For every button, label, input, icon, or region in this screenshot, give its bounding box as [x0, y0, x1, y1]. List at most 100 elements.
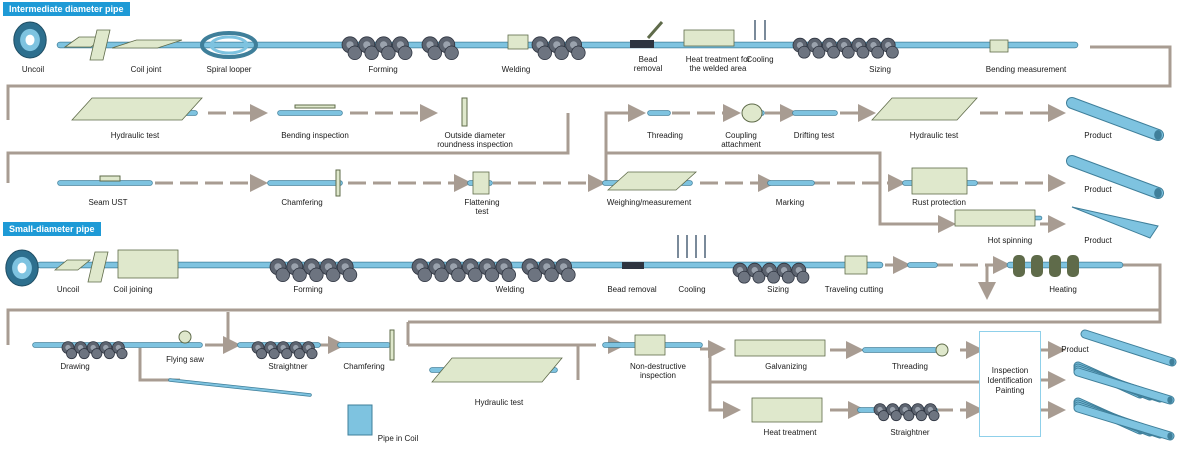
section-badge-small: Small-diameter pipe	[3, 222, 101, 236]
product-pipe-icon	[1167, 396, 1173, 404]
roller-icon	[484, 267, 500, 283]
roller-icon	[767, 270, 780, 284]
chamfer-tool-icon	[335, 169, 341, 197]
bending-measurement-icon	[989, 39, 1009, 53]
label-coupling: Coupling attachment	[721, 131, 761, 149]
coupling-icon	[741, 103, 763, 123]
label-s-uncoil: Uncoil	[56, 285, 80, 294]
label-marking: Marking	[775, 198, 805, 207]
label-bending-measurement: Bending measurement	[985, 65, 1067, 74]
plate-icon	[89, 29, 111, 61]
label-s-welding: Welding	[495, 285, 525, 294]
label-spiral-looper: Spiral looper	[206, 65, 252, 74]
threading-die-icon	[935, 343, 949, 357]
label-heat-treatment-weld: Heat treatment for the welded area	[685, 55, 751, 73]
roller-icon	[752, 270, 766, 284]
flow-line	[138, 348, 180, 382]
label-sizing: Sizing	[869, 65, 891, 74]
od-gauge-icon	[461, 97, 468, 127]
roller-icon	[915, 410, 927, 422]
roller-icon	[878, 410, 890, 422]
coil-joining-icon	[117, 249, 179, 279]
roller-icon	[928, 410, 940, 422]
bead-removal-icon	[630, 40, 654, 48]
heating-coil-icon	[1031, 255, 1043, 277]
welding-machine-icon	[507, 34, 529, 50]
roller-icon	[342, 267, 358, 283]
product-pipe-icon	[1067, 98, 1163, 140]
section-badge-intermediate: Intermediate diameter pipe	[3, 2, 130, 16]
product-pipe-icon	[1154, 188, 1162, 198]
test-bench-icon	[606, 171, 698, 191]
label-s-product: Product	[1061, 345, 1089, 354]
roller-icon	[571, 45, 586, 61]
flow-line	[708, 349, 741, 419]
roller-icon	[427, 45, 443, 61]
spiral-looper-icon	[200, 31, 258, 59]
roller-icon	[398, 45, 413, 61]
roller-icon	[501, 267, 517, 283]
label-forming: Forming	[368, 65, 398, 74]
roller-icon	[381, 45, 396, 61]
flying-saw-icon	[178, 330, 192, 344]
roller-icon	[347, 45, 363, 61]
label-s-ndi: Non-destructive inspection	[629, 362, 687, 380]
roller-icon	[797, 45, 811, 59]
product-pipe-icon	[1081, 330, 1176, 366]
heating-coil-icon	[1049, 255, 1061, 277]
flow-line	[6, 113, 570, 183]
label-s-traveling-cutting: Traveling cutting	[824, 285, 884, 294]
label-drifting-test: Drifting test	[793, 131, 835, 140]
test-bench-icon	[871, 97, 978, 121]
label-seam-ust: Seam UST	[88, 198, 128, 207]
roller-icon	[451, 267, 466, 283]
roller-icon	[561, 267, 576, 283]
roller-icon	[871, 45, 885, 59]
rust-protection-icon	[911, 167, 968, 195]
label-bending-inspection: Bending inspection	[281, 131, 349, 140]
heating-coil-icon	[1013, 255, 1025, 277]
product-pipe-icon	[1169, 358, 1175, 366]
bead-removal-icon	[646, 21, 664, 39]
roller-icon	[444, 45, 459, 61]
roller-icon	[903, 410, 915, 422]
label-s-heating: Heating	[1049, 285, 1077, 294]
roller-icon	[737, 270, 751, 284]
label-s-straightner: Straightner	[268, 362, 308, 371]
flow-line	[606, 151, 956, 233]
label-s-pipe-in-coil: Pipe in Coil	[377, 434, 419, 443]
label-od-roundness: Outside diameter roundness inspection	[437, 131, 513, 149]
flow-lines	[6, 45, 1172, 419]
product-pipe-icon	[1074, 368, 1174, 404]
label-s-coil-joining: Coil joining	[113, 285, 153, 294]
inspection-box-label: Inspection Identification Painting	[987, 366, 1033, 395]
label-cooling: Cooling	[746, 55, 774, 64]
pipe-coil-bucket-icon	[347, 404, 373, 436]
label-s-flying-saw: Flying saw	[166, 355, 204, 364]
label-s-straightner-2: Straightner	[890, 428, 930, 437]
label-hydraulic-test-2: Hydraulic test	[909, 131, 959, 140]
label-threading: Threading	[646, 131, 684, 140]
label-uncoil: Uncoil	[21, 65, 45, 74]
roller-icon	[275, 267, 291, 283]
roller-icon	[91, 348, 103, 360]
roller-icon	[544, 267, 559, 283]
roller-icon	[268, 348, 280, 360]
label-s-forming: Forming	[293, 285, 323, 294]
label-chamfering: Chamfering	[281, 198, 323, 207]
label-hot-spinning: Hot spinning	[987, 236, 1033, 245]
coil-icon	[17, 262, 27, 274]
label-s-bead-removal: Bead removal	[607, 285, 657, 294]
roller-icon	[468, 267, 483, 283]
roller-icon	[527, 267, 543, 283]
label-s-hydraulic-test: Hydraulic test	[474, 398, 524, 407]
heat-treatment-icon	[683, 29, 735, 47]
label-s-heat-treatment: Heat treatment	[763, 428, 817, 437]
flow-line	[6, 45, 1172, 120]
roller-icon	[434, 267, 449, 283]
ust-probe-icon	[99, 175, 121, 182]
bead-removal-icon	[622, 262, 644, 269]
roller-icon	[827, 45, 840, 59]
label-product-2: Product	[1084, 185, 1112, 194]
